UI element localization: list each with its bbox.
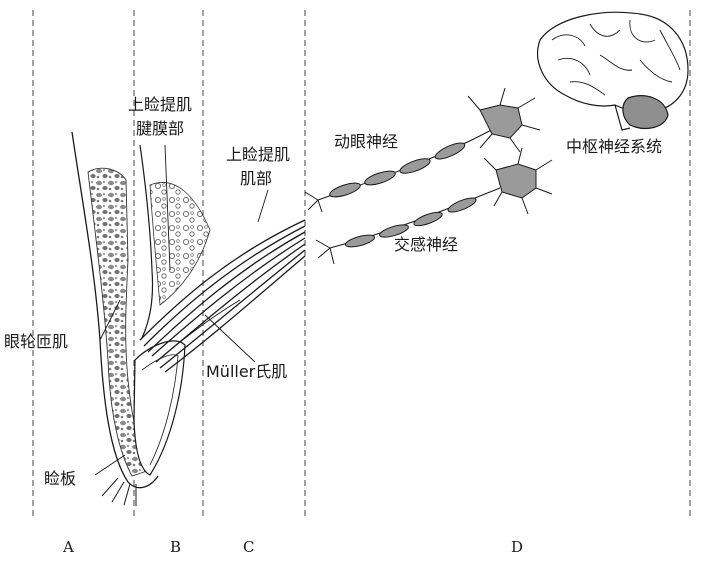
levator-fiber [143, 225, 306, 347]
levator-fiber [147, 231, 306, 353]
leader-orbicularis [99, 299, 121, 341]
cerebellum [622, 95, 669, 129]
column-label-b: B [170, 538, 181, 556]
label-sympathetic: 交感神经 [394, 235, 458, 254]
label-orbicularis: 眼轮匝肌 [4, 332, 68, 351]
levator-fiber [151, 237, 306, 357]
label-aponeurosis-2: 腱膜部 [136, 119, 184, 138]
levator-fiber [159, 249, 306, 369]
aponeurosis-line [139, 144, 154, 339]
leader-muller [204, 314, 256, 363]
leader-aponeurosis [164, 144, 171, 271]
brainstem [614, 104, 631, 131]
label-oculomotor: 动眼神经 [334, 132, 398, 151]
label-muller: Müller氏肌 [206, 362, 287, 381]
sympathetic-terminals [315, 239, 335, 265]
sympathetic-myelin [344, 197, 477, 248]
label-aponeurosis-1: 上睑提肌 [128, 95, 192, 114]
label-levator-muscle-1: 上睑提肌 [226, 145, 290, 164]
eyelashes [101, 477, 137, 506]
levator-fiber [164, 255, 306, 373]
nerve-pathways [304, 87, 553, 265]
orbital-fat [149, 182, 211, 306]
skin-outline [71, 131, 159, 489]
column-label-a: A [62, 538, 74, 556]
brain-illustration [537, 11, 689, 131]
leader-lines [94, 144, 269, 476]
column-label-c: C [243, 538, 254, 556]
cerebrum [537, 11, 689, 114]
label-levator-muscle-2: 肌部 [240, 169, 272, 188]
muller-muscle [169, 299, 241, 351]
column-label-d: D [511, 538, 523, 556]
oculomotor-myelin [329, 142, 466, 198]
label-cns: 中枢神经系统 [566, 137, 662, 156]
oculomotor-terminals [304, 191, 323, 213]
eyelid-anatomy [71, 131, 306, 506]
sympathetic-dendrites [483, 147, 553, 215]
leader-tarsus [94, 454, 126, 476]
brain-gyri [551, 19, 681, 96]
leader-levator-muscle [257, 189, 269, 223]
oculomotor-dendrites [467, 87, 541, 153]
levator-fiber [139, 219, 306, 341]
label-tarsus: 睑板 [44, 469, 76, 488]
